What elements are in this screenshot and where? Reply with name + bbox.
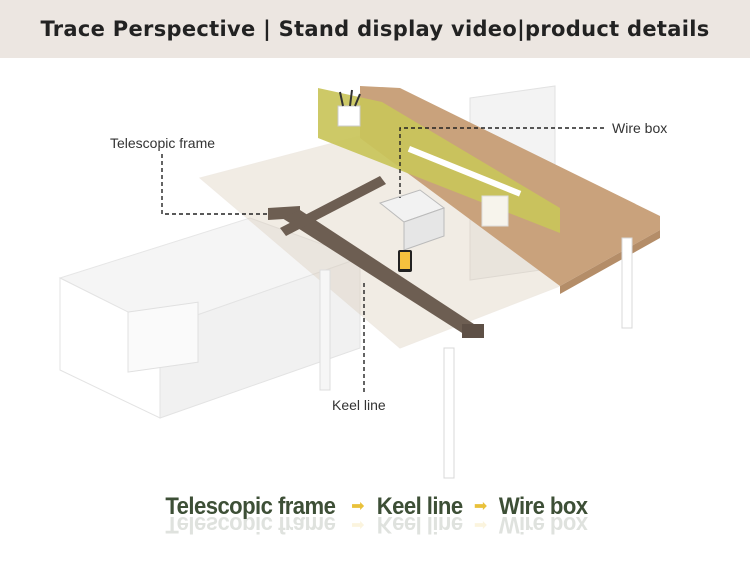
pen [349,89,353,107]
keel-beam [282,210,480,338]
flow-step-wire-box: Wire box [499,493,588,520]
cross-beam [280,176,386,236]
page-title: Trace Perspective | Stand display video|… [40,17,710,41]
left-cabinet-side [159,257,361,419]
wood-desktop-edge [560,230,660,294]
callout-line-wire-box [399,127,604,198]
cabinet-drawer [127,301,199,373]
panel-rail [407,146,522,197]
panel-note [481,195,509,227]
keel-bracket [462,324,484,338]
desk-leg [443,347,455,479]
flow-step-telescopic-frame: Telescopic frame [165,493,336,520]
wire-box-front [403,207,445,251]
pen [339,91,344,107]
desk-leg [621,237,633,329]
header-bar: Trace Perspective | Stand display video|… [0,0,750,58]
desk-leg [319,269,331,391]
arrow-right-icon: ➡ [473,498,488,515]
arrow-right-icon: ➡ [351,498,365,515]
pen [354,93,361,107]
flow-step-keel-line: Keel line [376,493,463,520]
desk-illustration: Telescopic frame Wire box Keel line [0,58,750,488]
callout-telescopic-frame: Telescopic frame [110,135,216,151]
callout-line-telescopic-frame [161,154,268,215]
callout-keel-line: Keel line [332,397,386,413]
phone-screen [400,252,410,269]
desk-drawing [58,85,660,479]
callout-wire-box: Wire box [612,120,668,136]
flow-caption: Telescopic frame ➡ Keel line ➡ Wire box [0,492,750,522]
pen-holder [337,105,361,127]
